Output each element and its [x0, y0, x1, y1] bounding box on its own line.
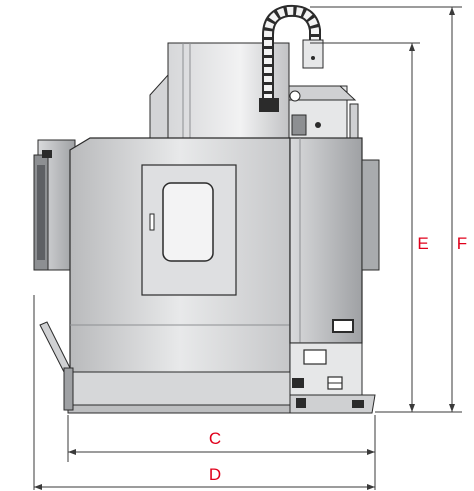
chip-chute [39, 321, 74, 411]
right-cabinet [289, 137, 380, 409]
dimension-d: D [34, 465, 375, 490]
dimension-e: E [409, 43, 429, 412]
spindle-head [288, 85, 359, 139]
dimension-f: F [449, 7, 467, 412]
dimension-c-label: C [209, 429, 221, 448]
dimension-f-label: F [457, 234, 467, 253]
machine-base [67, 394, 376, 414]
dimension-c: C [68, 429, 375, 455]
machine [33, 4, 380, 414]
left-side-panel [33, 139, 76, 271]
cable-carrier [259, 4, 324, 112]
dimension-e-label: E [417, 234, 428, 253]
main-enclosure [69, 137, 291, 413]
dimension-d-label: D [209, 465, 221, 484]
